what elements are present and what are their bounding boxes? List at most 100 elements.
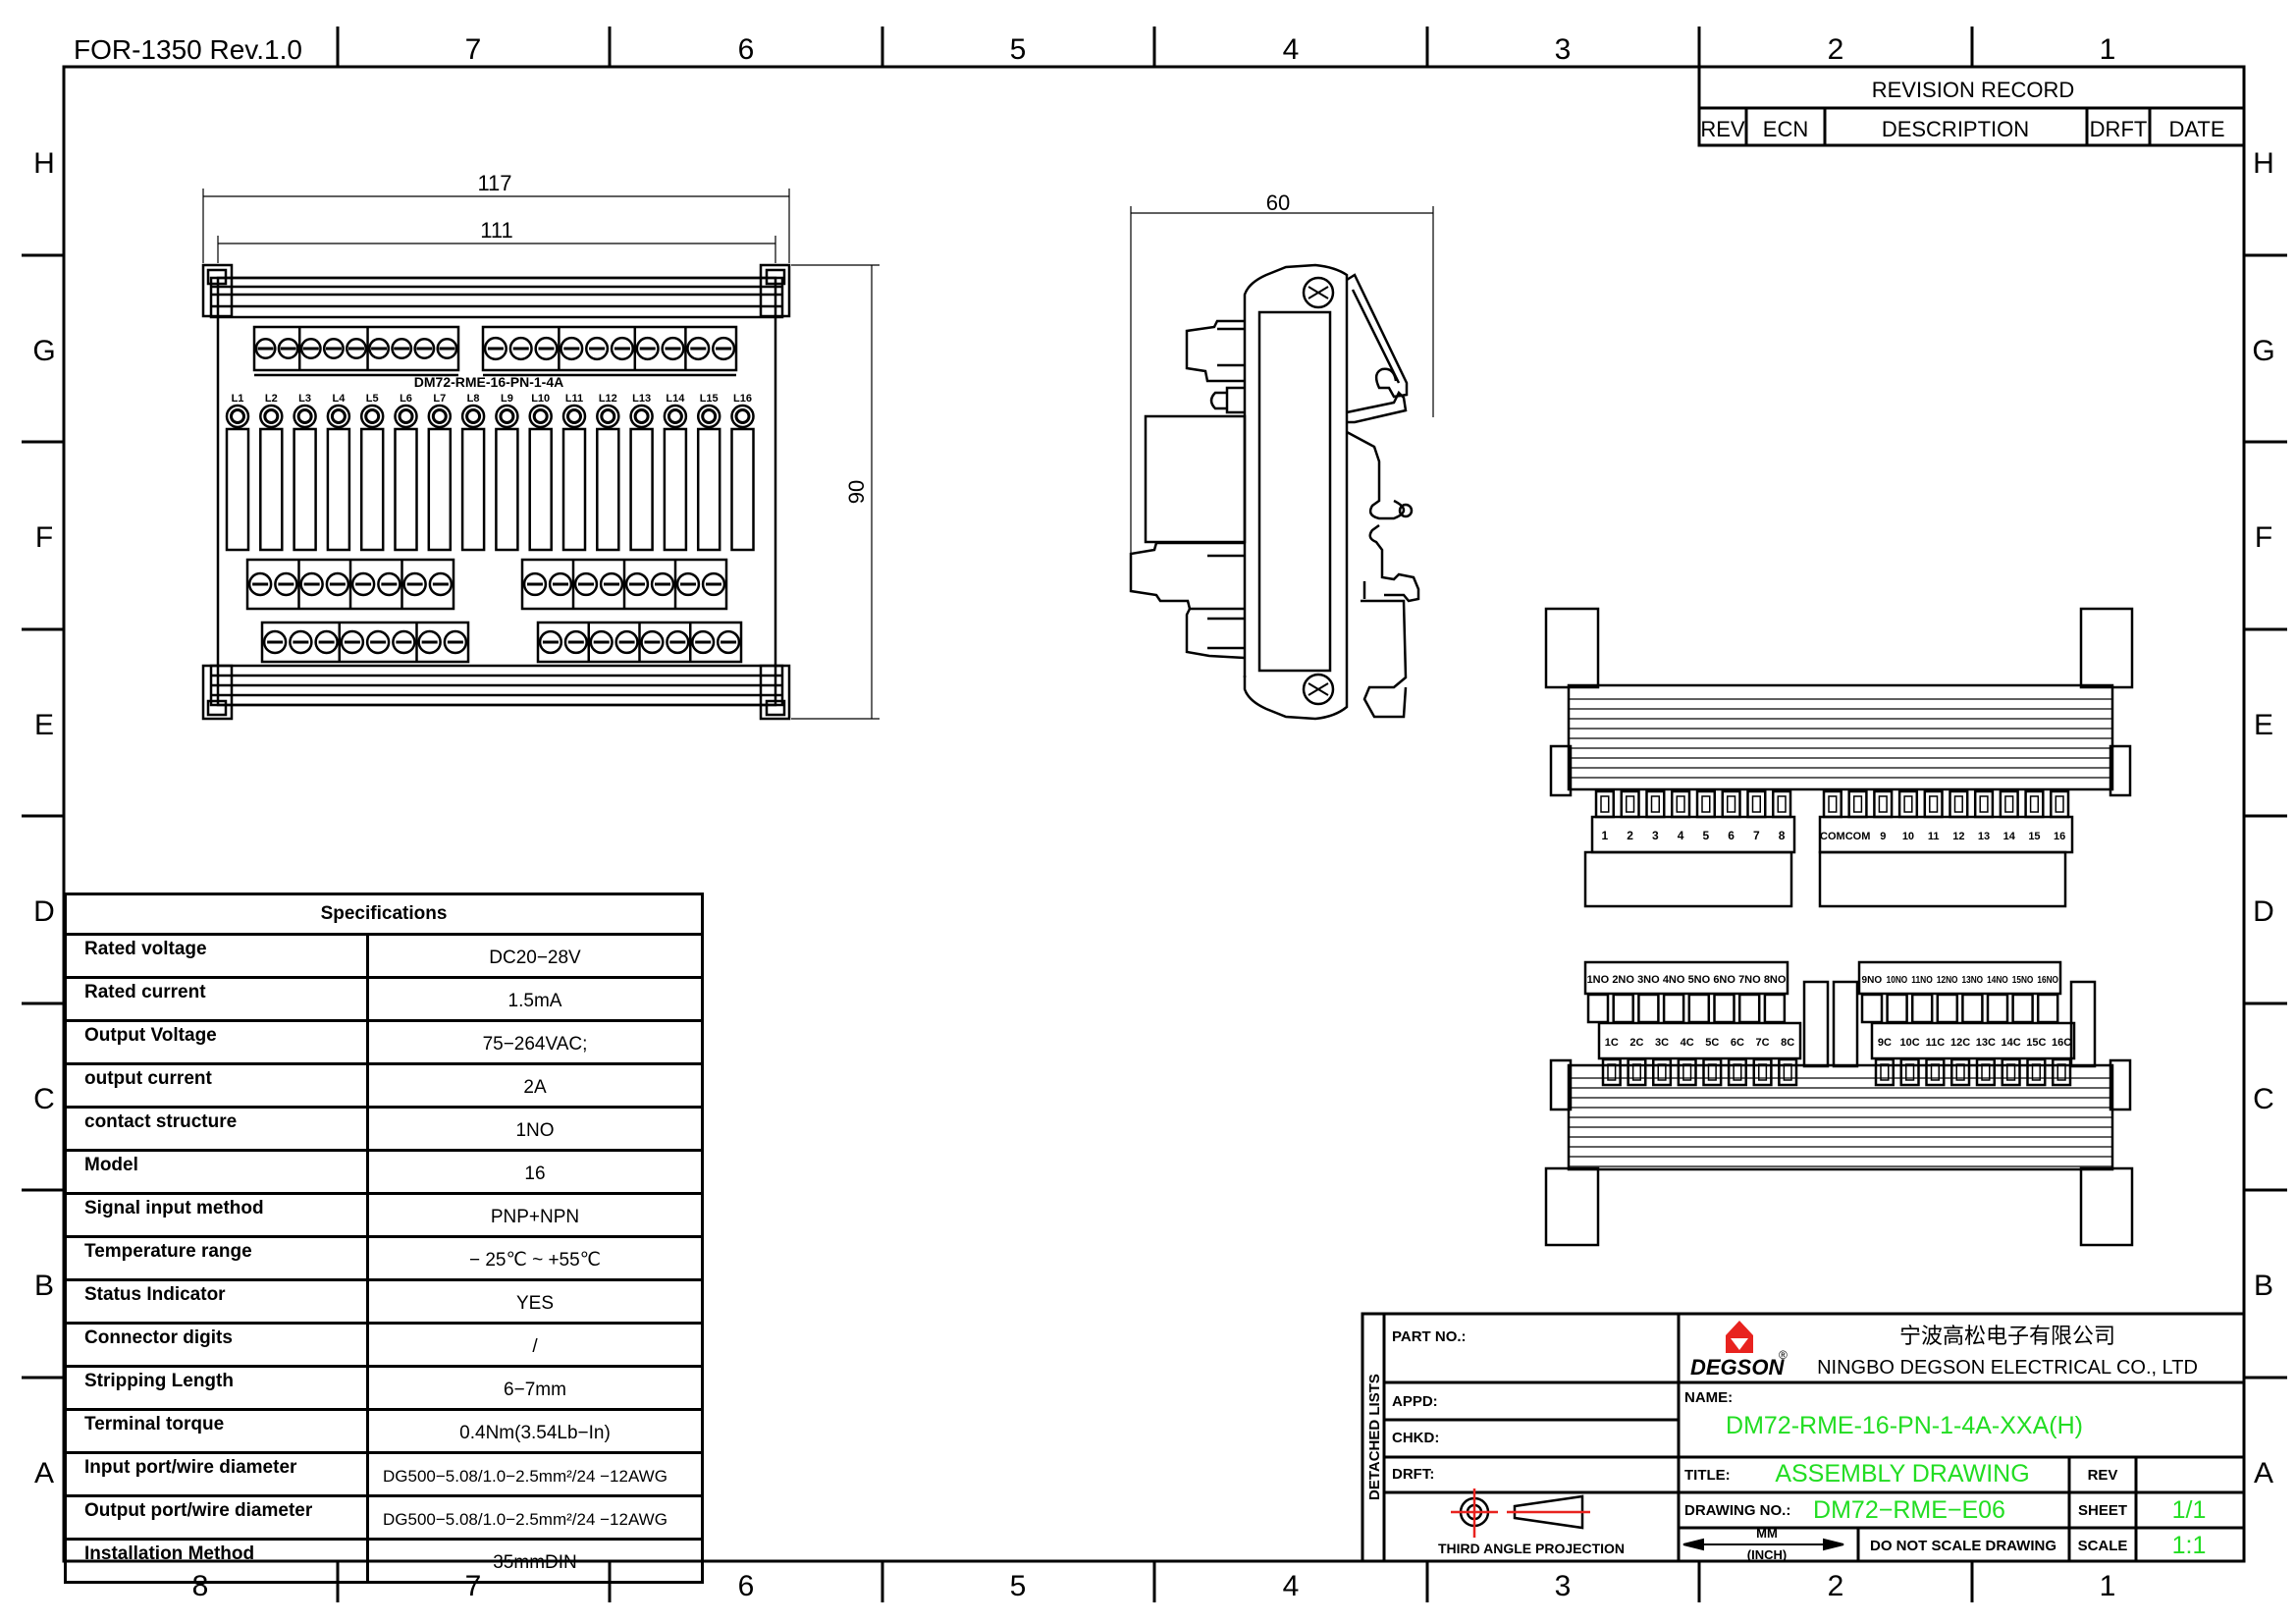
terminal-label: 9	[1880, 831, 1886, 842]
terminal-label: 4NO	[1663, 974, 1685, 986]
wire-entry-inner	[1979, 795, 1989, 813]
wire-entry	[1594, 789, 1615, 819]
sheet-frame	[22, 27, 2287, 1602]
relay	[460, 427, 486, 552]
zone-number-bottom: 5	[1010, 1570, 1027, 1602]
screw-icon	[299, 571, 324, 597]
terminal-label: 1C	[1605, 1037, 1619, 1049]
spec-value: 2A	[366, 1062, 704, 1109]
zone-number-top: 1	[2100, 33, 2116, 66]
terminal-label: 13	[1978, 831, 1990, 842]
screw-icon	[686, 336, 711, 361]
led-label: L14	[666, 393, 685, 405]
appd-label: APPD:	[1392, 1393, 1438, 1410]
spacer	[1802, 980, 1830, 1068]
led-label: L5	[366, 393, 379, 405]
zone-number-top: 7	[465, 33, 482, 66]
screw-icon	[614, 629, 639, 655]
zone-letter-left: G	[32, 335, 55, 367]
end-cap	[1544, 607, 1600, 689]
relay	[359, 427, 385, 552]
terminal-label: 8C	[1781, 1037, 1794, 1049]
wire-entry-inner	[1751, 795, 1761, 813]
screw-icon	[413, 338, 436, 359]
led-label: L11	[565, 393, 583, 405]
zone-number-top: 5	[1010, 33, 1027, 66]
wire-entry-inner	[1903, 795, 1913, 813]
wire-entry-inner	[1905, 1063, 1915, 1081]
wire-entry	[1986, 993, 2009, 1024]
screw-icon	[650, 571, 675, 597]
status-led-icon	[629, 404, 654, 429]
wire-entry	[2026, 1057, 2047, 1087]
wire-entry	[1702, 1057, 1723, 1087]
screw-icon	[391, 338, 413, 359]
chkd-label: CHKD:	[1392, 1430, 1439, 1446]
terminal-label: 12	[1952, 831, 1964, 842]
screw-icon	[392, 629, 416, 655]
spec-label: Output Voltage	[64, 1019, 369, 1065]
led-label: L6	[400, 393, 412, 405]
status-led-icon	[663, 404, 688, 429]
screw-icon	[365, 629, 391, 655]
spec-value: − 25℃ ~ +55℃	[366, 1235, 704, 1281]
wire-entry	[1586, 993, 1610, 1024]
screw-icon	[534, 336, 559, 361]
screw-icon	[277, 338, 299, 359]
wire-entry-inner	[1682, 1063, 1692, 1081]
wire-entry-inner	[1657, 1063, 1667, 1081]
terminal-label: 3	[1652, 829, 1659, 842]
wire-entry-inner	[2006, 1063, 2016, 1081]
terminal-label: COM	[1845, 831, 1871, 842]
zone-letter-right: C	[2253, 1083, 2274, 1115]
relay	[259, 427, 284, 552]
wire-entry	[1721, 789, 1741, 819]
screw-icon	[675, 571, 701, 597]
terminal-label: 11	[1928, 831, 1940, 842]
wire-entry-inner	[1930, 1063, 1940, 1081]
wire-entry	[1975, 1057, 1996, 1087]
spec-value: PNP+NPN	[366, 1192, 704, 1238]
relay	[394, 427, 418, 552]
screw-icon	[299, 338, 322, 359]
zone-number-top: 6	[738, 33, 755, 66]
wire-entry-inner	[1758, 1063, 1768, 1081]
wire-entry	[1645, 789, 1666, 819]
terminal-label: 1NO	[1587, 974, 1610, 986]
wire-entry-inner	[1852, 795, 1863, 813]
wire-entry	[1612, 993, 1634, 1024]
sheet-label: SHEET	[2078, 1502, 2127, 1519]
status-led-icon	[225, 404, 250, 429]
wire-entry-inner	[1828, 795, 1838, 813]
zone-letter-right: E	[2254, 709, 2273, 741]
spec-label: Input port/wire diameter	[64, 1451, 369, 1497]
wire-entry-inner	[1783, 1063, 1792, 1081]
spec-value: DG500−5.08/1.0−2.5mm²/24 −12AWG	[366, 1451, 704, 1497]
screw-icon	[691, 629, 716, 655]
wire-entry-inner	[2031, 1063, 2041, 1081]
terminal-label: 10C	[1900, 1037, 1920, 1049]
terminal-label: 12NO	[1937, 975, 1958, 986]
terminal-label: 10	[1902, 831, 1914, 842]
led-label: L8	[467, 393, 480, 405]
zone-number-bottom: 6	[738, 1570, 755, 1602]
wire-entry	[1910, 993, 1934, 1024]
terminal-label: 12C	[1950, 1037, 1970, 1049]
zone-letter-right: F	[2255, 521, 2272, 554]
terminal-label: 5C	[1705, 1037, 1719, 1049]
dimension-overall-width: 117	[477, 171, 511, 195]
screw-icon	[716, 629, 741, 655]
wire-entry	[1772, 789, 1792, 819]
zone-letter-left: A	[34, 1457, 54, 1489]
led-label: L3	[298, 393, 311, 405]
led-label: L16	[733, 393, 752, 405]
wire-entry	[1822, 789, 1842, 819]
relay	[427, 427, 453, 552]
form-id: FOR-1350 Rev.1.0	[74, 34, 302, 65]
terminal-label: 13NO	[1962, 975, 1984, 986]
